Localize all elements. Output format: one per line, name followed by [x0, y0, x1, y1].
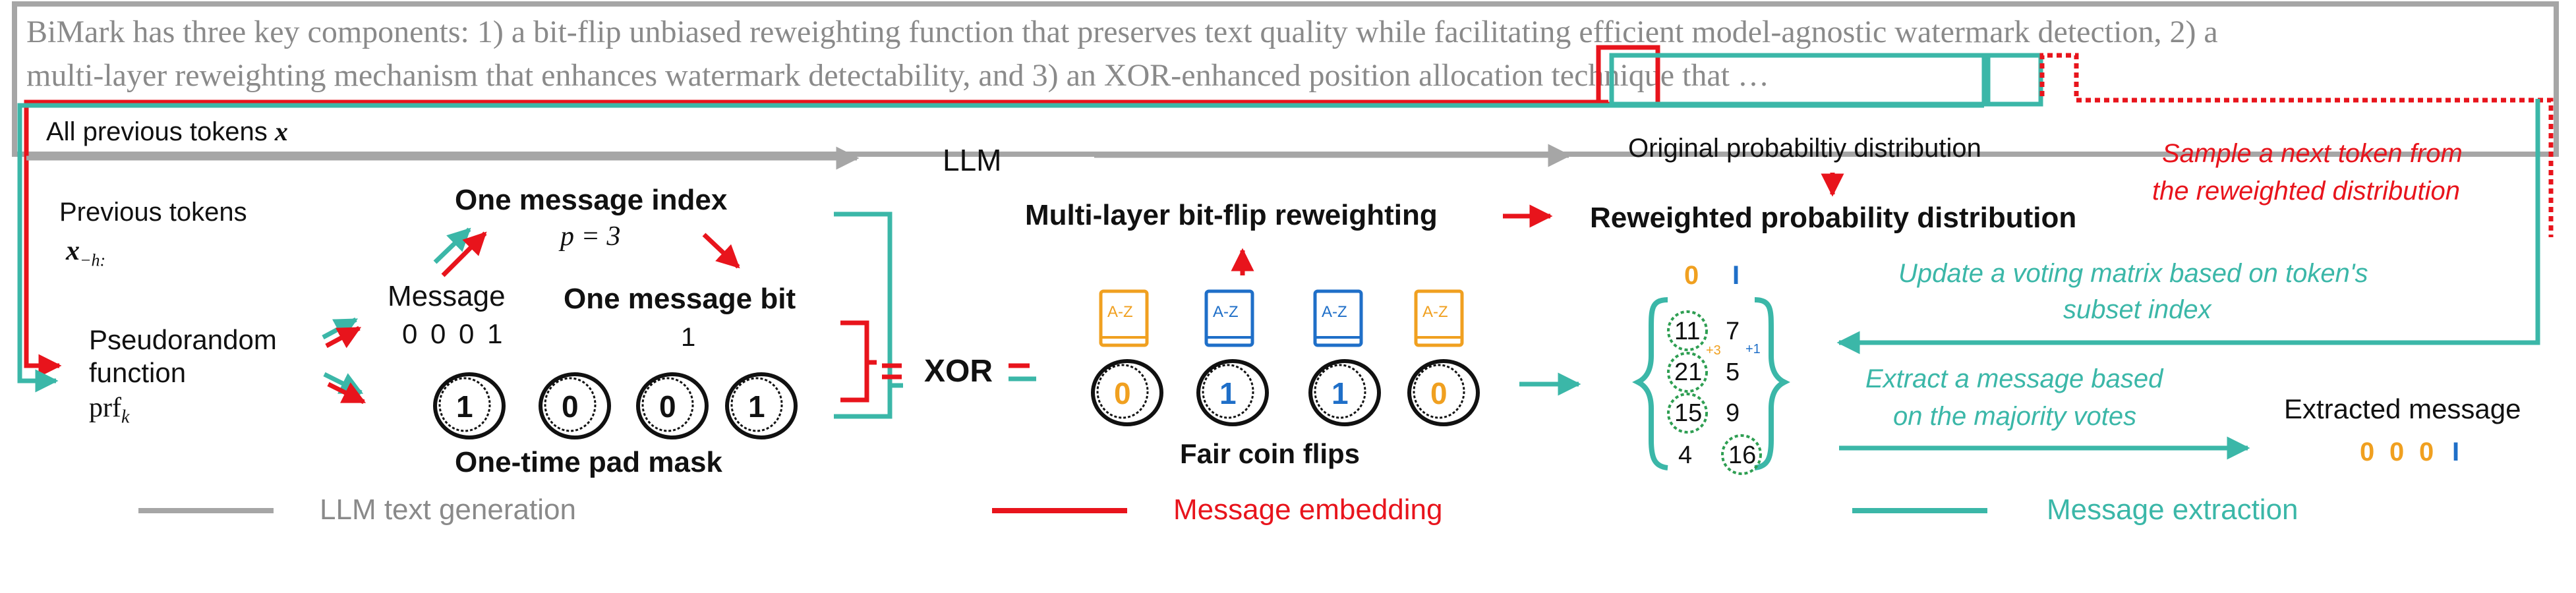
legend-gen-label: LLM text generation	[320, 494, 576, 526]
voting-header-0: 0	[1684, 261, 1699, 290]
pad-coin-3-shape	[636, 372, 709, 439]
sample-next-line1: Sample a next token from	[2162, 139, 2463, 168]
message-label: Message	[388, 280, 506, 312]
voting-header-1: I	[1732, 261, 1740, 290]
matrix-2-0: 15	[1674, 399, 1703, 427]
red-arrow-index-bit	[702, 233, 740, 269]
extracted-bit-0: 0	[2360, 438, 2375, 466]
header-box	[12, 1, 2559, 157]
book-icon-4	[1414, 289, 1464, 347]
fair-coin-1-shape	[1091, 359, 1163, 426]
book-label-3: A-Z	[1322, 303, 1347, 321]
fair-coin-4-shape	[1407, 359, 1480, 426]
extracted-bit-3: I	[2452, 438, 2460, 466]
prev-tokens-symbol: x−h:	[66, 236, 106, 270]
extracted-title: Extracted message	[2284, 393, 2521, 424]
matrix-left-brace	[1632, 297, 1668, 470]
teal-left-connector	[17, 103, 1984, 393]
red-left-connector	[24, 99, 1608, 378]
sample-next-line2: the reweighted distribution	[2152, 177, 2460, 206]
vote-circle-16	[1721, 434, 1762, 475]
header-line-2: multi-layer reweighting mechanism that e…	[26, 58, 1769, 93]
original-dist-label: Original probabiltiy distribution	[1628, 134, 1981, 163]
fair-coin-2-shape	[1196, 359, 1269, 426]
pad-coin-2-shape	[539, 372, 611, 439]
fair-coin-3-shape	[1308, 359, 1381, 426]
vote-circle-15	[1667, 393, 1708, 434]
teal-update-connector	[1836, 99, 2540, 354]
prf-symbol: prfk	[89, 393, 130, 428]
all-prev-symbol: x	[274, 117, 288, 146]
matrix-1-1: 5	[1726, 358, 1740, 386]
highlight-ellipsis	[1985, 53, 2043, 107]
matrix-3-0: 4	[1678, 441, 1693, 469]
book-icon-3	[1313, 289, 1363, 347]
extract-line1: Extract a message based	[1865, 364, 2163, 393]
red-arrow-prf-message	[325, 325, 362, 349]
matrix-1-0: 21	[1674, 358, 1703, 386]
pad-coin-4: 1	[748, 389, 765, 424]
red-arrow-prf-pad	[327, 381, 366, 405]
fair-coin-1: 0	[1114, 376, 1131, 410]
book-label-4: A-Z	[1422, 303, 1448, 321]
book-icon-1	[1099, 289, 1149, 347]
pad-coin-3: 0	[659, 389, 676, 424]
pad-coin-1: 1	[456, 389, 473, 424]
prf-line1: Pseudorandom	[89, 324, 277, 355]
plus3-annotation: +3	[1706, 343, 1721, 358]
prev-tokens-label: Previous tokens	[59, 198, 247, 227]
book-icon-2	[1204, 289, 1254, 347]
book-label-1: A-Z	[1107, 303, 1133, 321]
extracted-bit-2: 0	[2419, 438, 2434, 466]
dotted-red-connector	[2039, 53, 2554, 237]
message-index-title: One message index	[455, 184, 728, 216]
pad-mask-title: One-time pad mask	[455, 446, 722, 478]
matrix-right-brace	[1754, 297, 1790, 470]
red-bracket-xor	[840, 320, 877, 403]
matrix-3-1: 16	[1728, 441, 1757, 469]
xor-label: XOR	[924, 354, 993, 389]
fair-coin-4: 0	[1430, 376, 1448, 410]
reweighted-title: Reweighted probability distribution	[1590, 202, 2077, 234]
matrix-0-1: 7	[1726, 318, 1740, 345]
message-index-value: p = 3	[560, 221, 621, 252]
vote-circle-21	[1667, 352, 1708, 393]
pad-coin-2: 0	[562, 389, 579, 424]
pad-coin-4-shape	[725, 372, 798, 439]
highlight-teal	[1609, 53, 1987, 107]
prf-line2: function	[89, 357, 187, 388]
legend-extract-label: Message extraction	[2047, 494, 2298, 526]
message-value: 0 0 0 1	[402, 318, 506, 349]
message-bit-value: 1	[681, 323, 696, 352]
header-line-1: BiMark has three key components: 1) a bi…	[26, 14, 2218, 49]
update-line2: subset index	[2063, 295, 2211, 324]
matrix-0-0: 11	[1674, 318, 1701, 345]
extract-line2: on the majority votes	[1893, 402, 2137, 431]
vote-circle-11	[1667, 310, 1708, 351]
plus1-annotation: +1	[1745, 342, 1761, 356]
update-line1: Update a voting matrix based on token's	[1898, 259, 2368, 288]
pad-coin-1-shape	[433, 372, 506, 439]
header-paragraph: BiMark has three key components: 1) a bi…	[26, 11, 2558, 98]
extracted-bit-1: 0	[2389, 438, 2405, 466]
multilayer-title: Multi-layer bit-flip reweighting	[1025, 199, 1438, 231]
fair-coin-title: Fair coin flips	[1180, 438, 1361, 469]
legend-embed-label: Message embedding	[1173, 494, 1443, 526]
teal-bracket-xor	[834, 212, 903, 419]
red-arrow-message-index	[441, 231, 487, 277]
llm-label: LLM	[943, 143, 1002, 177]
fair-coin-3: 1	[1332, 376, 1349, 410]
fair-coin-2: 1	[1219, 376, 1237, 410]
message-bit-title: One message bit	[564, 283, 796, 315]
matrix-2-1: 9	[1726, 399, 1740, 427]
all-prev-tokens-label: All previous tokens x	[46, 117, 288, 146]
book-label-2: A-Z	[1213, 303, 1239, 321]
